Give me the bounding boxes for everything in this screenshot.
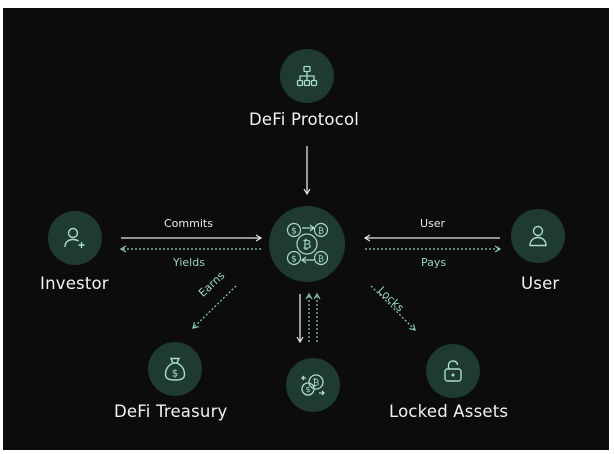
diagram-canvas: Commits Yields User Pays Earns Locks DeF… — [3, 8, 609, 450]
connector-layer — [119, 146, 502, 344]
svg-text:₿: ₿ — [318, 227, 324, 236]
unlock-icon — [426, 344, 480, 398]
defi-protocol-label: DeFi Protocol — [249, 110, 360, 129]
defi-treasury-label: DeFi Treasury — [114, 402, 228, 421]
svg-text:$: $ — [172, 369, 178, 380]
coin-swap-icon: ₿ $ — [286, 358, 340, 412]
user-label: User — [521, 274, 560, 293]
svg-text:₿: ₿ — [303, 238, 312, 252]
locked-assets-label: Locked Assets — [389, 402, 509, 421]
yields-label: Yields — [173, 256, 205, 269]
user-edge-label: User — [420, 217, 446, 230]
svg-text:$: $ — [291, 227, 297, 237]
svg-text:$: $ — [291, 255, 297, 265]
svg-text:₿: ₿ — [313, 378, 320, 389]
user-icon — [511, 209, 565, 263]
svg-text:$: $ — [305, 385, 310, 394]
money-bag-icon: $ — [148, 342, 202, 396]
crypto-exchange-icon: ₿ $ ₿ $ ₿ — [269, 206, 345, 282]
svg-text:₿: ₿ — [318, 255, 324, 264]
investor-label: Investor — [40, 274, 109, 293]
commits-label: Commits — [164, 217, 213, 230]
user-plus-icon — [48, 211, 102, 265]
hierarchy-icon — [280, 49, 334, 103]
pays-label: Pays — [421, 256, 447, 269]
